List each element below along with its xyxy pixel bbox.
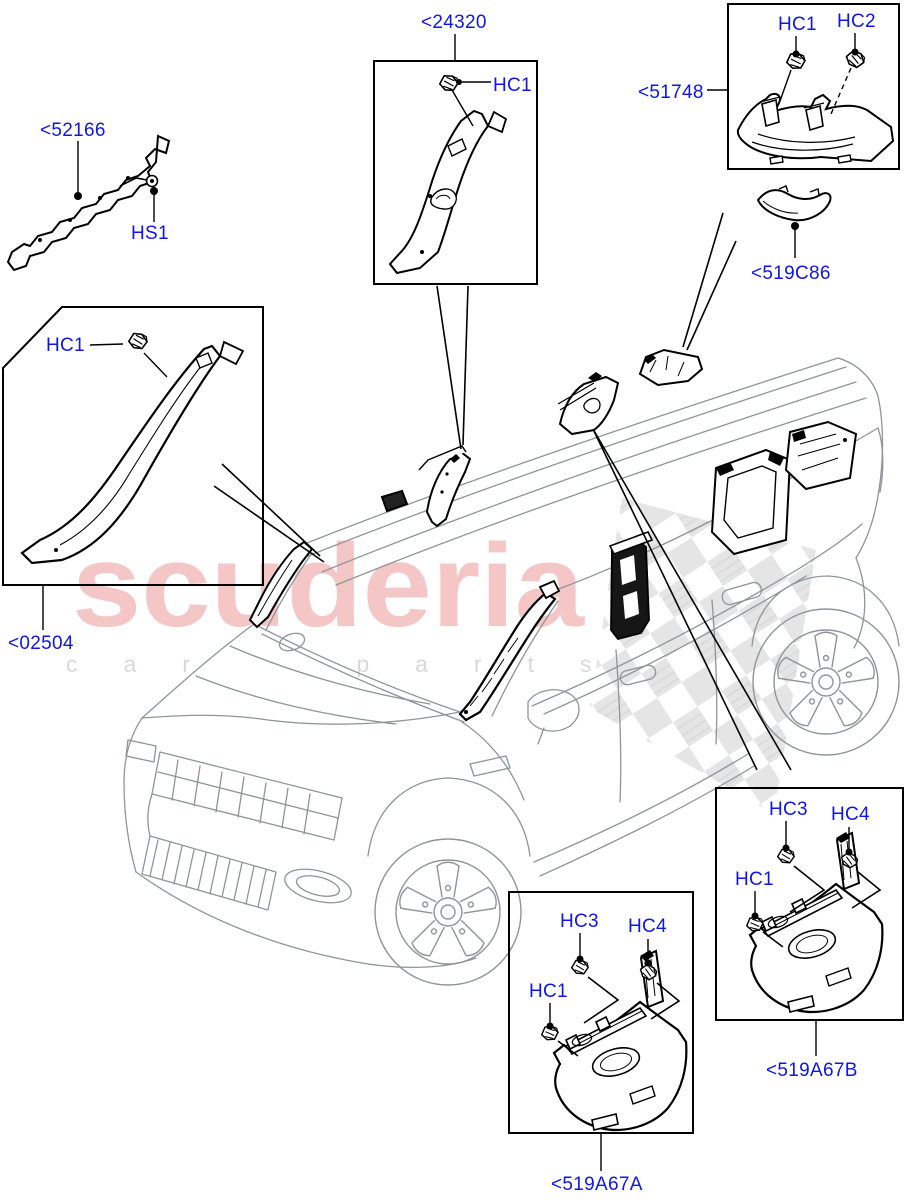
label-hc4-519A67A: HC4 (628, 916, 667, 937)
label-hc1-02504: HC1 (46, 335, 85, 356)
leader-lines (213, 212, 792, 771)
label-part-24320: <24320 (421, 12, 487, 33)
label-part-519C86: <519C86 (751, 263, 831, 284)
trim-pieces-on-vehicle (248, 348, 858, 722)
label-part-02504: <02504 (8, 633, 74, 654)
callout-box-519A67A (508, 891, 694, 1171)
part-drawing-d-pillar-cap (756, 185, 832, 258)
label-part-519A67B: <519A67B (766, 1060, 858, 1081)
label-hs1: HS1 (131, 223, 169, 244)
callout-box-24320 (373, 34, 538, 285)
watermark-tagline: car parts (66, 651, 637, 677)
label-hc1-519A67B: HC1 (735, 869, 774, 890)
callout-box-519A67B (715, 787, 904, 1056)
label-hc3-519A67B: HC3 (769, 799, 808, 820)
label-part-51748: <51748 (638, 82, 704, 103)
label-part-519A67A: <519A67A (551, 1174, 643, 1195)
label-hc1-519A67A: HC1 (529, 981, 568, 1002)
label-part-52166: <52166 (40, 120, 106, 141)
label-hc4-519A67B: HC4 (831, 804, 870, 825)
callout-box-51748 (707, 3, 900, 170)
label-hc2-51748: HC2 (837, 11, 876, 32)
label-hc3-519A67A: HC3 (560, 911, 599, 932)
label-hc1-51748: HC1 (778, 14, 817, 35)
part-drawing-roof-rail-bracket (6, 134, 171, 272)
label-hc1-24320: HC1 (493, 75, 532, 96)
callout-box-02504 (1, 306, 264, 630)
